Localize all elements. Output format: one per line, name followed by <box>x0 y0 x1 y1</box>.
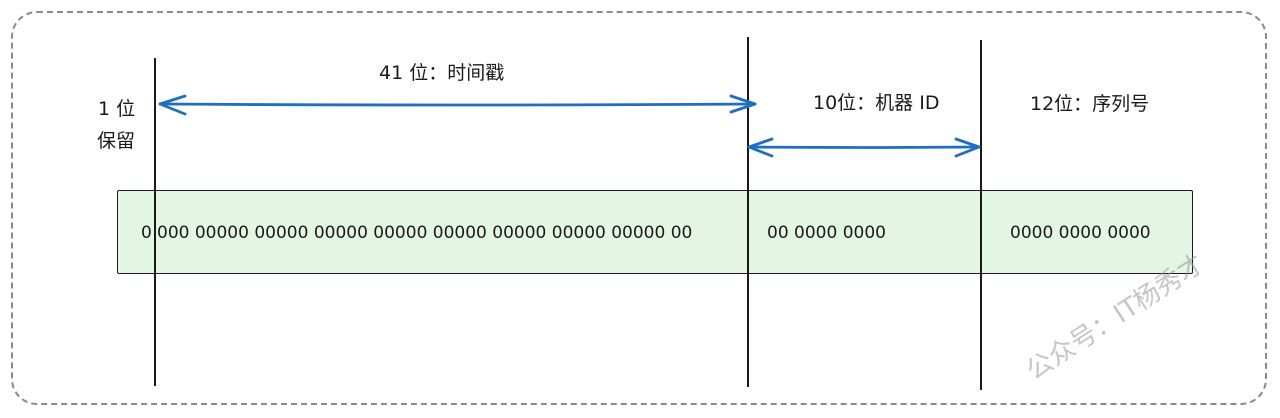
reserved-bits: 0 <box>141 223 152 243</box>
machine-id-label: 10位：机器 ID <box>813 92 940 114</box>
reserved-label-line1: 1 位 <box>98 98 136 120</box>
sequence-label: 12位：序列号 <box>1030 93 1150 115</box>
divider-machine-id <box>980 40 982 390</box>
timestamp-span-arrow <box>158 94 757 116</box>
reserved-label-line2: 保留 <box>97 130 136 152</box>
divider-timestamp <box>747 37 749 387</box>
machine-id-span-arrow <box>747 137 981 158</box>
diagram-frame <box>11 11 1267 405</box>
sequence-bits: 0000 0000 0000 <box>1010 223 1151 243</box>
timestamp-bits: 000 00000 00000 00000 00000 00000 00000 … <box>157 223 693 243</box>
timestamp-label: 41 位：时间戳 <box>379 62 505 84</box>
bit-layout-bar <box>117 190 1193 274</box>
divider-reserved <box>154 58 156 386</box>
machine-id-bits: 00 0000 0000 <box>767 223 886 243</box>
